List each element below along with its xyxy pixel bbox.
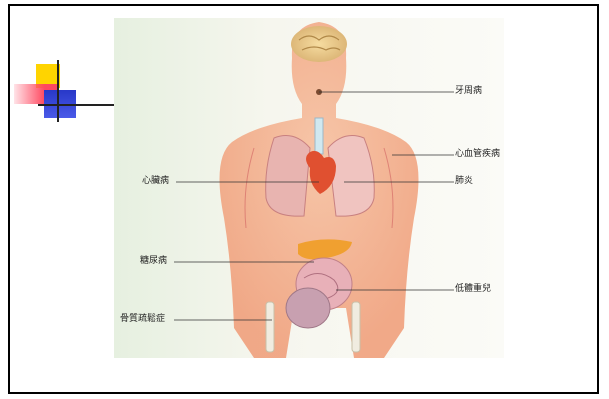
label-pneumonia: 肺炎: [455, 176, 473, 187]
brain: [291, 26, 347, 62]
label-periodontal: 牙周病: [455, 86, 482, 97]
label-heart: 心臟病: [142, 176, 169, 187]
uterus: [286, 288, 330, 328]
horizontal-rule: [38, 104, 116, 106]
label-cardiovascular: 心血管疾病: [455, 149, 500, 160]
left-lung: [266, 136, 310, 217]
label-osteoporosis: 骨質疏鬆症: [120, 314, 165, 325]
label-low-birth-weight: 低體重兒: [455, 284, 491, 295]
label-diabetes: 糖尿病: [140, 256, 167, 267]
right-lung: [328, 136, 374, 217]
anatomy-illustration: [114, 18, 504, 358]
trachea: [315, 118, 323, 154]
corner-decoration: [14, 60, 116, 122]
left-femur: [266, 302, 274, 352]
right-femur: [352, 302, 360, 352]
vertical-rule: [57, 60, 59, 122]
